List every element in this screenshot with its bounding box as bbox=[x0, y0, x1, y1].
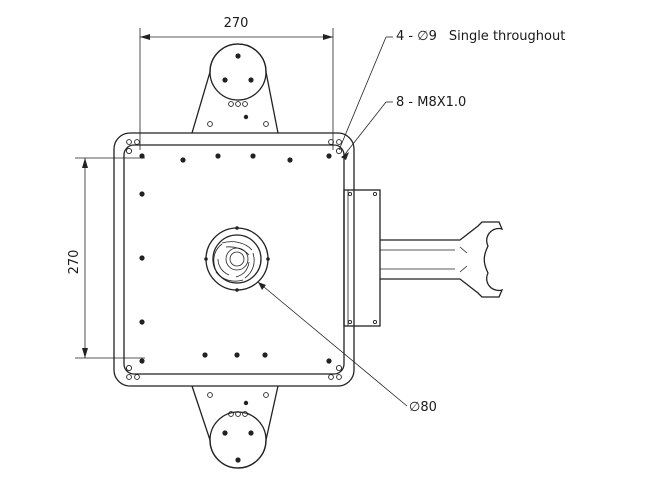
top-mounting-ear bbox=[191, 43, 279, 134]
callout-center-bore: ∅80 bbox=[257, 281, 437, 415]
callout-threaded-holes: 8 - M8X1.0 bbox=[341, 95, 466, 160]
dimension-height: 270 bbox=[67, 157, 145, 359]
through-holes-count: 4 - bbox=[396, 29, 417, 44]
bottom-mounting-ear bbox=[191, 385, 279, 469]
main-plate bbox=[113, 132, 355, 387]
threaded-holes-text: 8 - M8X1.0 bbox=[396, 95, 466, 110]
svg-text:∅80: ∅80 bbox=[409, 400, 437, 415]
through-holes-diameter: 9 bbox=[429, 29, 437, 44]
center-bore-diameter: 80 bbox=[420, 400, 437, 415]
side-bracket bbox=[343, 189, 381, 327]
center-bore bbox=[204, 226, 270, 292]
fork-arm bbox=[380, 221, 504, 298]
diameter-symbol: ∅ bbox=[417, 29, 428, 44]
dimension-width: 270 bbox=[139, 16, 334, 150]
width-dimension-text: 270 bbox=[224, 16, 249, 31]
through-holes-note: Single throughout bbox=[449, 29, 565, 44]
height-dimension-text: 270 bbox=[67, 250, 82, 275]
diameter-symbol-bore: ∅ bbox=[409, 400, 420, 415]
callout-through-holes: 4 - ∅9 Single throughout bbox=[338, 29, 565, 151]
